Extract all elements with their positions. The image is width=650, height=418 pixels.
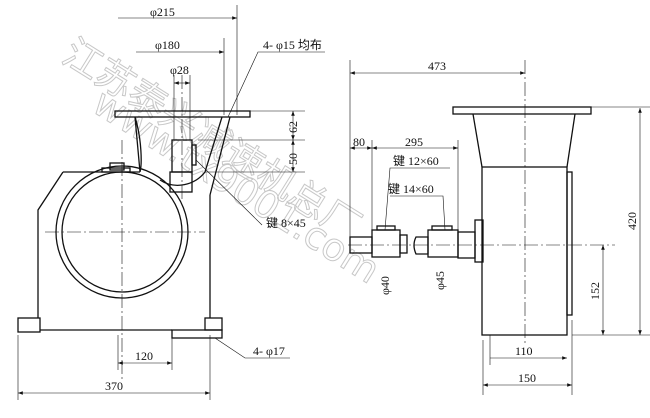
dim-50: 50 bbox=[286, 153, 300, 165]
left-view: φ215 φ180 φ28 4- φ15 均布 62 50 键 8×45 120… bbox=[17, 5, 325, 400]
holes-note: 4- φ15 均布 bbox=[263, 38, 322, 52]
key-note-8x45: 键 8×45 bbox=[266, 216, 306, 230]
watermark: 江苏泰兴减速机总厂 www.tx9001.com bbox=[55, 30, 388, 293]
dim-phi215: φ215 bbox=[150, 5, 175, 19]
base-holes-note: 4- φ17 bbox=[253, 344, 285, 358]
dim-phi28: φ28 bbox=[170, 63, 189, 77]
base-foot-left bbox=[17, 317, 41, 333]
dim-phi45: φ45 bbox=[433, 271, 447, 290]
dim-473: 473 bbox=[428, 59, 446, 73]
key-note-14x60: 键 14×60 bbox=[388, 182, 434, 196]
funnel bbox=[472, 113, 576, 168]
dim-370: 370 bbox=[105, 379, 123, 393]
dim-phi180: φ180 bbox=[155, 38, 180, 52]
dim-phi40: φ40 bbox=[378, 276, 392, 295]
dim-420: 420 bbox=[625, 212, 639, 230]
dim-295: 295 bbox=[405, 135, 423, 149]
top-flange bbox=[452, 106, 592, 115]
base-foot-right bbox=[171, 329, 223, 339]
dim-152: 152 bbox=[588, 282, 602, 300]
top-flange bbox=[114, 110, 251, 118]
housing-body bbox=[481, 166, 568, 336]
dim-110: 110 bbox=[515, 344, 533, 358]
dim-150: 150 bbox=[518, 371, 536, 385]
key-note-12x60: 键 12×60 bbox=[393, 154, 439, 168]
coupling-2 bbox=[427, 229, 459, 258]
dim-80: 80 bbox=[353, 135, 365, 149]
dim-120: 120 bbox=[135, 349, 153, 363]
bracket-left bbox=[134, 116, 142, 173]
dim-62: 62 bbox=[286, 121, 300, 133]
shaft-flange bbox=[474, 219, 484, 263]
watermark-text-2: www.tx9001.com bbox=[85, 80, 387, 292]
right-view: 键 12×60 键 14×60 473 80 295 φ40 φ45 420 1… bbox=[348, 59, 650, 395]
side-plate bbox=[566, 171, 573, 316]
